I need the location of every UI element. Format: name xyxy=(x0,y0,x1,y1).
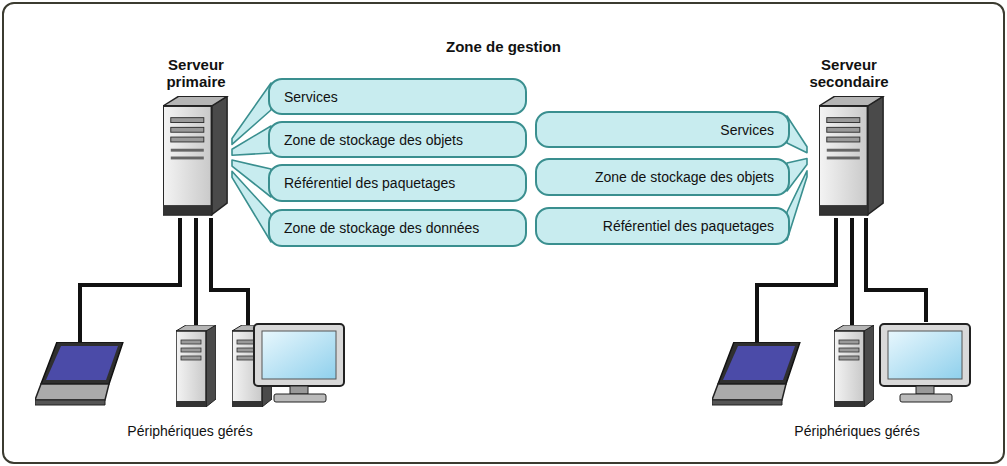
service-label: Zone de stockage des objets xyxy=(595,169,774,185)
service-label: Services xyxy=(720,122,774,138)
service-pill: Zone de stockage des objets xyxy=(268,121,527,158)
server-node: Serveur primaire xyxy=(160,56,232,218)
server-name: Serveur secondaire xyxy=(807,56,891,91)
service-pill: Zone de stockage des objets xyxy=(535,158,790,196)
tower-icon xyxy=(834,325,874,407)
server-icon xyxy=(163,96,227,215)
monitor-icon xyxy=(254,324,344,402)
service-label: Services xyxy=(284,89,338,105)
service-pill: Zone de stockage des données xyxy=(268,209,527,247)
server-icon xyxy=(819,96,883,215)
service-label: Zone de stockage des données xyxy=(284,220,479,236)
server-name: Serveur primaire xyxy=(160,56,232,91)
service-pill: Référentiel des paquetages xyxy=(268,164,527,202)
laptop-icon xyxy=(712,342,800,405)
service-pill: Services xyxy=(535,111,790,148)
monitor-icon xyxy=(880,324,970,402)
service-connector xyxy=(787,171,807,240)
service-label: Zone de stockage des objets xyxy=(284,132,463,148)
service-pill: Services xyxy=(268,78,527,115)
device-group-label: Périphériques gérés xyxy=(794,423,919,439)
zone-title: Zone de gestion xyxy=(4,38,1003,55)
server-node: Serveur secondaire xyxy=(807,56,891,218)
service-pill: Référentiel des paquetages xyxy=(535,207,790,245)
service-label: Référentiel des paquetages xyxy=(603,218,774,234)
service-label: Référentiel des paquetages xyxy=(284,175,455,191)
service-connector xyxy=(232,171,271,242)
service-connector xyxy=(232,126,271,155)
laptop-icon xyxy=(35,342,123,405)
service-connector xyxy=(787,116,807,153)
device-group-label: Périphériques gérés xyxy=(127,423,252,439)
tower-icon xyxy=(176,325,216,407)
